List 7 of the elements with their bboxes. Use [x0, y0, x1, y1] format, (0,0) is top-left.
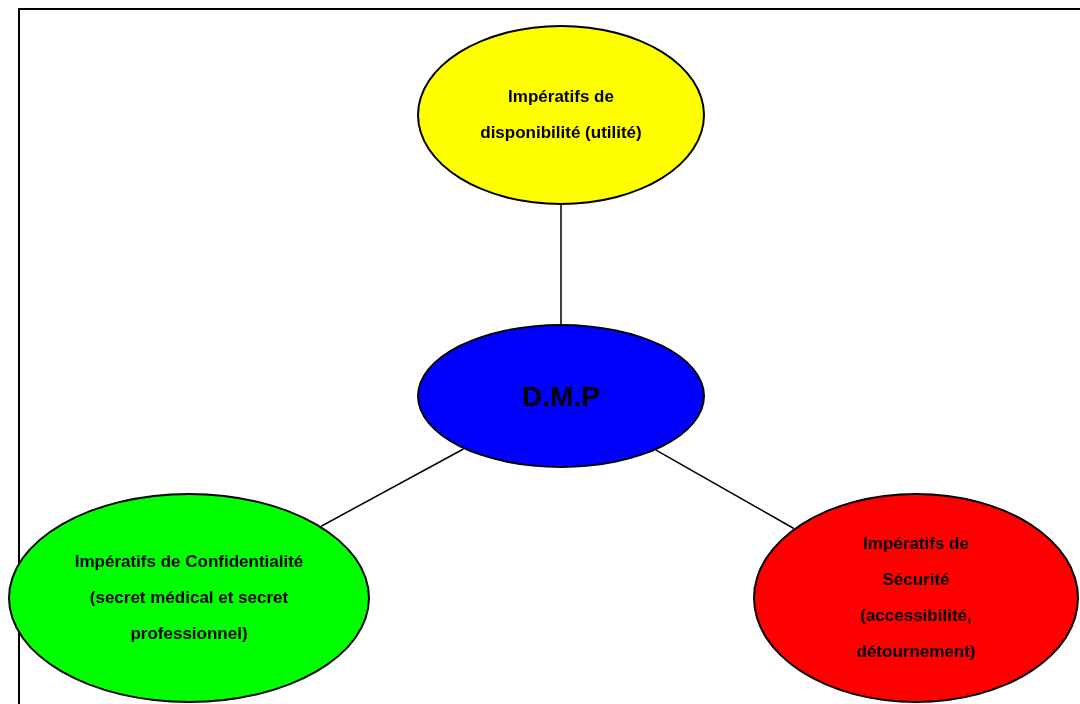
connector-line: [655, 449, 795, 530]
node-label: Impératifs de Sécurité (accessibilité, détournement): [855, 533, 977, 663]
node-label: D.M.P: [521, 379, 601, 414]
connector-line: [320, 448, 465, 527]
connector-line: [560, 204, 562, 325]
node-label: Impératifs de Confidentialité (secret médical et secret professionnel): [73, 551, 305, 645]
node-label: Impératifs de disponibilité (utilité): [479, 86, 643, 144]
